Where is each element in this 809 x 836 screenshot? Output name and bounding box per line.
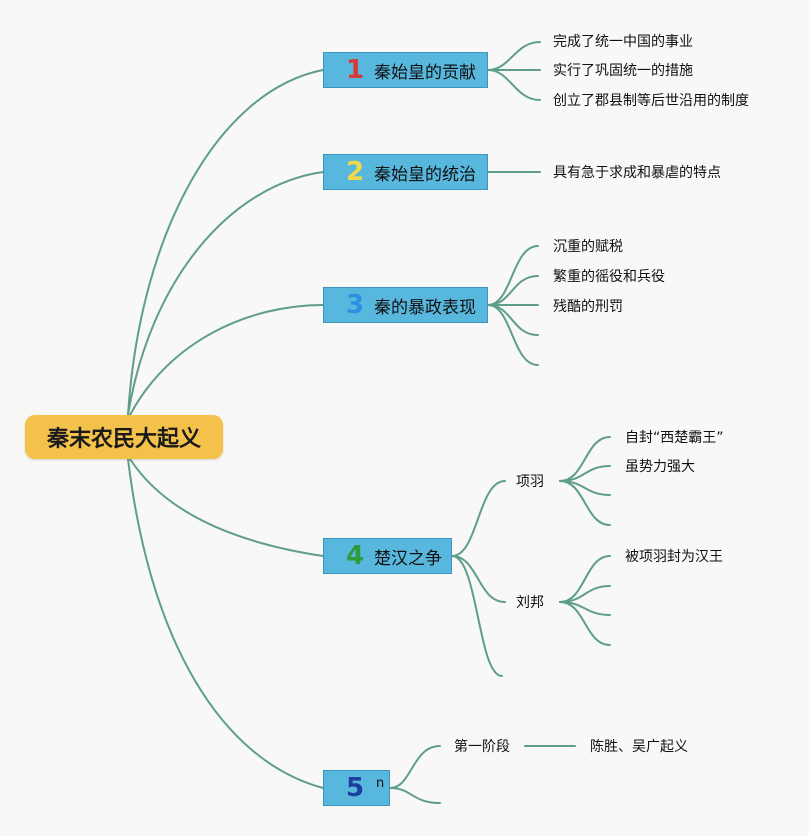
topic-2-item-1[interactable]: 具有急于求成和暴虐的特点 (553, 165, 721, 181)
topic-4-node[interactable]: 4 楚汉之争 (323, 538, 452, 574)
subtopic-xiangyu[interactable]: 项羽 (516, 474, 544, 490)
link-t4-empty (451, 555, 503, 677)
topic-1-label: 秦始皇的贡献 (374, 62, 476, 83)
root-label: 秦末农民大起义 (46, 427, 201, 452)
topic-4-label: 楚汉之争 (374, 548, 442, 569)
xiangyu-item-1[interactable]: 自封“西楚霸王” (625, 430, 724, 446)
link-t5-stage1 (389, 745, 441, 789)
link-lb-leaf-4 (559, 601, 611, 646)
link-xy-leaf-4 (559, 480, 611, 526)
link-t4-xiangyu (451, 480, 506, 557)
link-t1-leaf-3 (487, 69, 541, 101)
topic-2-node[interactable]: 2 秦始皇的统治 (323, 154, 488, 190)
link-root-topic-4 (129, 458, 324, 557)
topic-1-item-1[interactable]: 完成了统一中国的事业 (553, 34, 693, 50)
link-root-topic-1 (127, 69, 324, 416)
number-4-icon: 4 (345, 541, 365, 571)
link-root-topic-3 (129, 304, 324, 416)
topic-3-item-3[interactable]: 残酷的刑罚 (553, 299, 623, 315)
topic-5-node[interactable]: 5 n (323, 770, 390, 806)
link-t1-leaf-1 (487, 41, 541, 71)
topic-1-item-2[interactable]: 实行了巩固统一的措施 (553, 63, 693, 79)
root-node[interactable]: 秦末农民大起义 (25, 415, 223, 459)
topic-1-item-3[interactable]: 创立了郡县制等后世沿用的制度 (553, 93, 749, 109)
link-root-topic-2 (127, 171, 324, 416)
link-t3-leaf-5 (487, 304, 539, 366)
number-2-icon: 2 (345, 157, 365, 187)
subtopic-stage-1[interactable]: 第一阶段 (454, 739, 510, 755)
link-t4-liubang (451, 555, 506, 603)
link-t3-leaf-2 (487, 275, 539, 306)
topic-1-node[interactable]: 1 秦始皇的贡献 (323, 52, 488, 88)
number-3-icon: 3 (345, 290, 365, 320)
topic-2-label: 秦始皇的统治 (374, 164, 476, 185)
topic-3-label: 秦的暴政表现 (374, 297, 476, 318)
stage-1-item-1[interactable]: 陈胜、吴广起义 (590, 739, 688, 755)
link-t3-leaf-1 (487, 245, 539, 306)
link-root-topic-5 (127, 458, 324, 789)
link-t5-empty (389, 787, 441, 804)
number-1-icon: 1 (345, 55, 365, 85)
subtopic-liubang[interactable]: 刘邦 (516, 595, 544, 611)
liubang-item-1[interactable]: 被项羽封为汉王 (625, 549, 723, 565)
topic-3-item-1[interactable]: 沉重的赋税 (553, 239, 623, 255)
link-t3-leaf-4 (487, 304, 539, 336)
number-5-icon: 5 (345, 773, 365, 803)
topic-3-node[interactable]: 3 秦的暴政表现 (323, 287, 488, 323)
xiangyu-item-2[interactable]: 虽势力强大 (625, 459, 695, 475)
topic-3-item-2[interactable]: 繁重的徭役和兵役 (553, 269, 665, 285)
topic-5-label: n (376, 775, 385, 791)
